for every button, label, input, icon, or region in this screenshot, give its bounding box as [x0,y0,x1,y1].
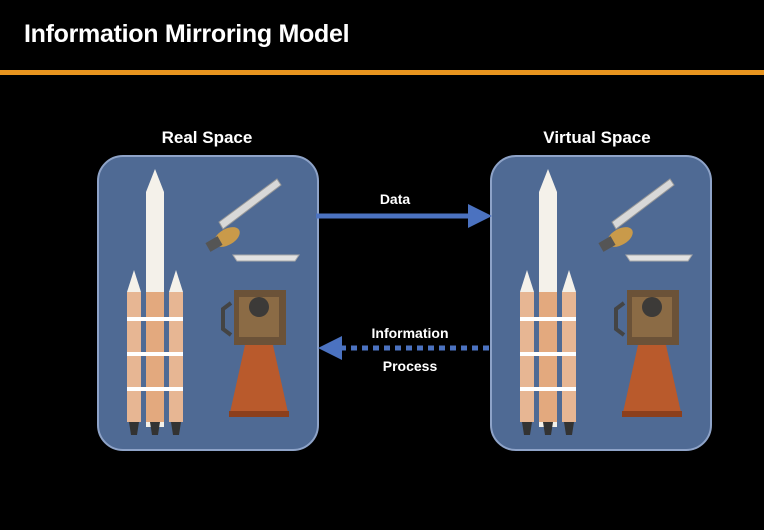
virtual-space-panel [490,155,712,451]
information-arrow-label: Information [371,325,449,341]
real-space-label: Real Space [161,128,253,147]
payload-fairing-icon [598,178,693,262]
arrows-diagram [316,204,494,360]
rocket-icon [520,169,576,435]
rocket-icon [127,169,183,435]
data-arrow [316,204,492,228]
payload-fairing-icon [205,178,300,262]
rocket-engine-icon [221,290,289,417]
slide-title: Information Mirroring Model [24,20,350,48]
information-process-arrow [318,336,494,360]
data-arrow-label: Data [379,191,411,207]
virtual-space-label: Virtual Space [543,128,651,147]
rocket-engine-icon [614,290,682,417]
title-divider [0,70,764,75]
real-space-panel [97,155,319,451]
process-arrow-label: Process [382,358,438,374]
